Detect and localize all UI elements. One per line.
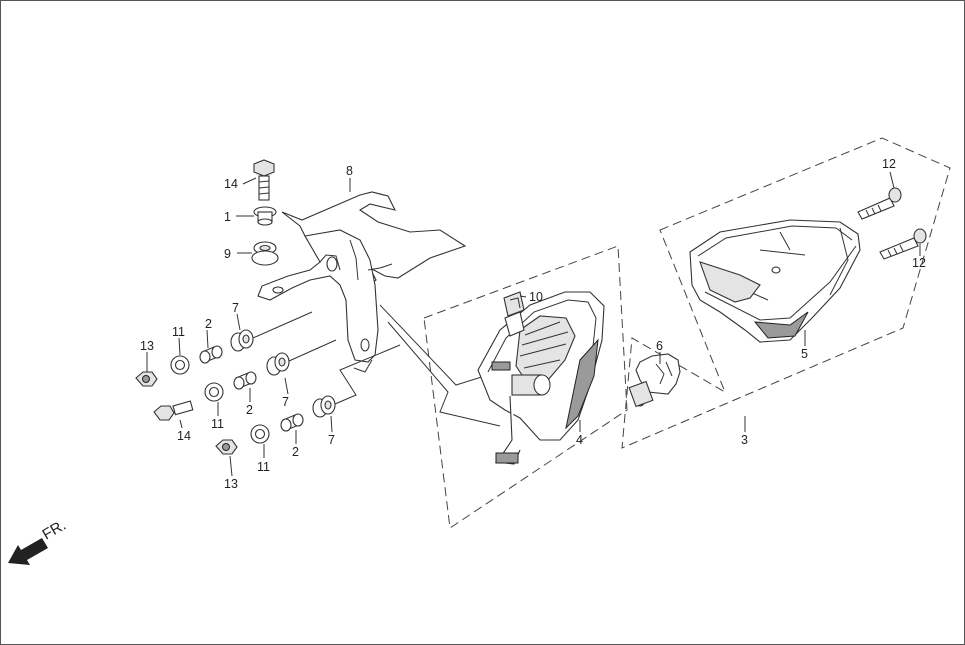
front-direction-arrow: FR. (8, 517, 69, 565)
grommet-7-mid (266, 352, 290, 376)
arrow-left-down-icon (8, 538, 48, 565)
assembly-outline-4 (423, 245, 628, 529)
washer-11-mid (204, 382, 224, 402)
callout-11-lower: 11 (257, 460, 270, 474)
spacer-2-lower (280, 413, 304, 432)
leader-bracket-to-light (387, 321, 501, 427)
washer-11-lower (250, 424, 270, 444)
leader-lines (146, 171, 921, 477)
leader-axis-3 (334, 344, 401, 405)
callout-13-top: 13 (140, 339, 154, 353)
bolt-14-top (253, 159, 275, 201)
leader-axis-1 (252, 311, 313, 339)
bracket-8 (257, 191, 467, 373)
callout-12-top: 12 (882, 157, 896, 171)
lens-5 (689, 219, 861, 343)
tail-light-housing-4 (477, 291, 605, 465)
callout-5: 5 (801, 347, 808, 361)
clip-10 (503, 291, 525, 317)
callout-1: 1 (224, 210, 231, 224)
callout-10: 10 (529, 290, 543, 304)
leader-axis-2 (288, 339, 337, 362)
callout-11-top: 11 (172, 325, 185, 339)
spacer-2-top (199, 345, 223, 364)
bulb-6 (628, 353, 681, 408)
grommet-7-top (230, 329, 254, 352)
grommet-7-lower (312, 395, 336, 418)
callout-2-top: 2 (205, 317, 212, 331)
callout-8: 8 (346, 164, 353, 178)
callout-13-lower: 13 (224, 477, 238, 491)
callout-7-top: 7 (232, 301, 239, 315)
nut-13-top (135, 371, 158, 387)
callout-3: 3 (741, 433, 748, 447)
nut-13-lower (215, 439, 238, 455)
collar-1 (253, 206, 277, 226)
assembly-outline-3 (621, 137, 951, 449)
screw-12-lower (879, 228, 927, 260)
callout-2-lower: 2 (292, 445, 299, 459)
callout-4: 4 (576, 433, 583, 447)
callout-2-mid: 2 (246, 403, 253, 417)
callout-12-lower: 12 (912, 256, 926, 270)
callout-14-lower: 14 (177, 429, 191, 443)
callout-9: 9 (224, 247, 231, 261)
callout-7-lower: 7 (328, 433, 335, 447)
callout-6: 6 (656, 339, 663, 353)
grommet-9 (251, 241, 279, 266)
callout-11-mid: 11 (211, 417, 224, 431)
bolt-14-lower (153, 400, 194, 421)
washer-11-top (170, 355, 190, 375)
screw-12-top (857, 187, 902, 220)
callout-14-top: 14 (224, 177, 238, 191)
spacer-2-mid (233, 371, 257, 390)
direction-label: FR. (40, 517, 69, 544)
callout-7-mid: 7 (282, 395, 289, 409)
